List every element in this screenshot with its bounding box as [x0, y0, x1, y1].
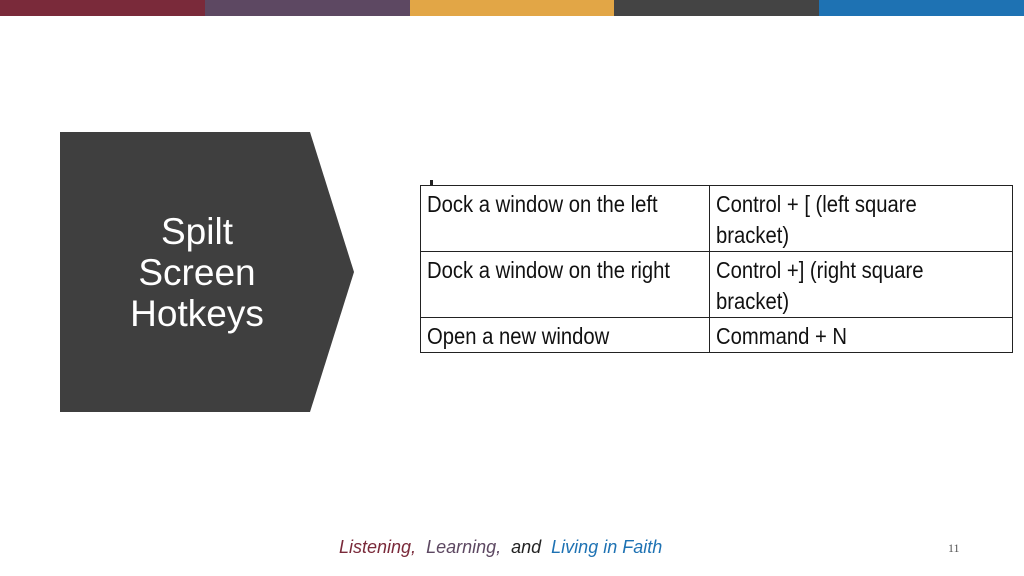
title-line-1: Spilt: [161, 210, 233, 252]
action-cell: Open a new window: [419, 317, 711, 353]
top-bar-segment-2: [204, 0, 410, 16]
tagline-word-learning: Learning,: [426, 537, 502, 557]
top-bar-segment-5: [819, 0, 1024, 16]
tagline-word-listening: Listening,: [339, 537, 417, 557]
action-cell: Dock a window on the right: [419, 251, 711, 318]
top-bar-segment-1: [0, 0, 205, 16]
title-line-3: Hotkeys: [130, 292, 264, 334]
shortcut-cell: Command + N: [709, 317, 1014, 353]
top-color-bar: [0, 0, 1024, 16]
hotkeys-table: Dock a window on the left Control + [ (l…: [419, 185, 1014, 353]
slide-title: Spilt Screen Hotkeys: [60, 132, 334, 412]
page-number: 11: [948, 541, 960, 555]
stray-mark: [430, 180, 433, 185]
title-chevron: Spilt Screen Hotkeys: [60, 132, 354, 412]
title-line-2: Screen: [138, 251, 256, 293]
tagline-word-and: and: [511, 537, 542, 557]
action-cell: Dock a window on the left: [419, 185, 711, 252]
shortcut-cell: Control + [ (left square bracket): [709, 185, 1014, 252]
top-bar-segment-3: [409, 0, 615, 16]
chevron-shape: [60, 132, 354, 412]
table-row: Open a new window Command + N: [419, 317, 1014, 353]
table-row: Dock a window on the right Control +] (r…: [419, 251, 1014, 318]
tagline-word-living: Living in Faith: [551, 537, 663, 557]
table-row: Dock a window on the left Control + [ (l…: [419, 185, 1014, 252]
top-bar-segment-4: [614, 0, 820, 16]
shortcut-cell: Control +] (right square bracket): [709, 251, 1014, 318]
footer-tagline: Listening, Learning, and Living in Faith: [0, 537, 1024, 561]
